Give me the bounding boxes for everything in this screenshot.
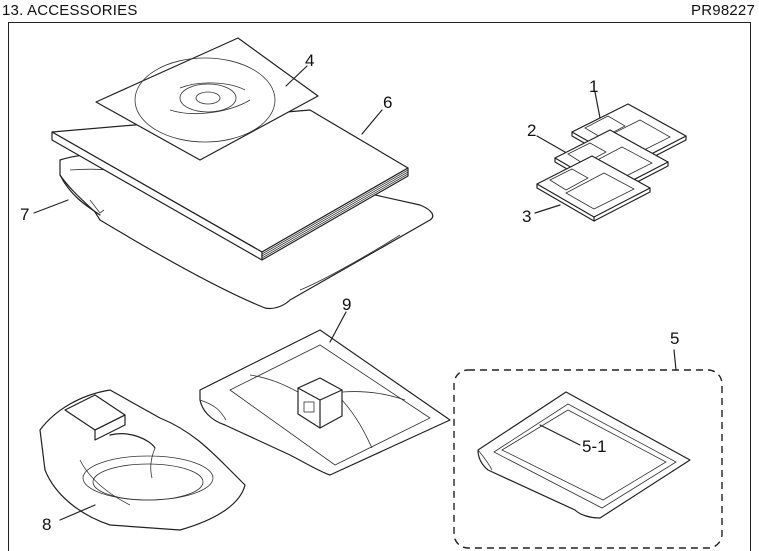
callout-8: 8	[42, 515, 51, 534]
callout-4: 4	[305, 51, 314, 70]
callout-7: 7	[20, 205, 29, 224]
callout-5-1: 5-1	[582, 437, 607, 456]
item-6-manual	[51, 109, 409, 261]
callout-9: 9	[342, 295, 351, 314]
drawing-code: PR98227	[691, 2, 755, 19]
page-title: 13. ACCESSORIES	[2, 2, 138, 19]
item-8-cable	[39, 389, 246, 531]
drawing-frame	[8, 22, 751, 551]
callout-1: 1	[589, 77, 598, 96]
callout-6: 6	[383, 93, 392, 112]
item-4-cd-rom	[95, 37, 319, 161]
item-3-floppy-disk	[536, 155, 651, 222]
leader-lines	[33, 65, 677, 521]
callout-5: 5	[670, 329, 679, 348]
item-5-group	[453, 369, 723, 549]
item-9-ferrite-core	[199, 329, 451, 476]
callout-2: 2	[527, 121, 536, 140]
callout-3: 3	[522, 207, 531, 226]
